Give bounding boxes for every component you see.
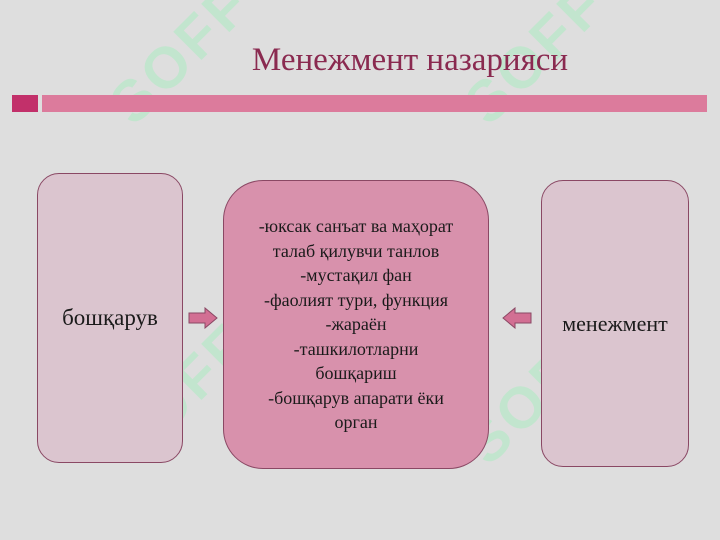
title-accent-square (12, 95, 38, 112)
definition-line: талаб қилувчи танлов (272, 240, 440, 261)
menejment-box: менежмент (541, 180, 689, 467)
right-arrow-icon (188, 307, 218, 329)
menejment-label: менежмент (562, 310, 668, 336)
management-box: бошқарув (37, 173, 183, 463)
definitions-box: -юксак санъат ва маҳорат талаб қилувчи т… (223, 180, 489, 469)
definition-line: бошқариш (315, 363, 397, 384)
left-arrow-icon (502, 307, 532, 329)
definition-line: -мустақил фан (300, 265, 412, 286)
management-label: бошқарув (62, 305, 158, 330)
title-underline-bar (42, 95, 707, 112)
definition-line: -фаолият тури, функция (263, 289, 449, 310)
slide-title: Менежмент назарияси (251, 42, 569, 78)
definition-line: -жараён (325, 314, 387, 335)
definition-line: -ташкилотларни (293, 338, 419, 359)
definition-line: -юксак санъат ва маҳорат (258, 216, 454, 237)
definition-line: -бошқарув апарати ёки (268, 387, 444, 408)
definition-line: орган (334, 412, 378, 433)
